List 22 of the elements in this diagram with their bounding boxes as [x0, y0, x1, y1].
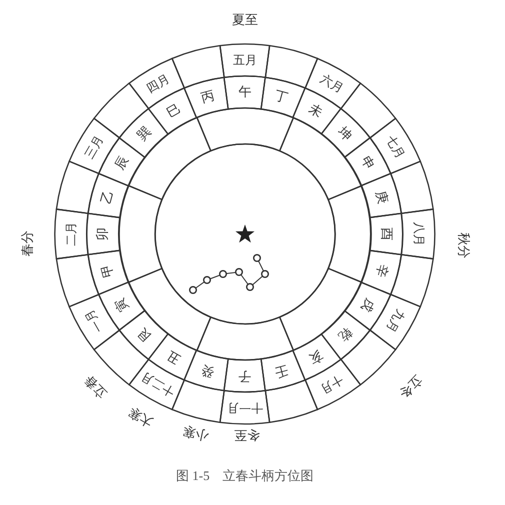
ring-cell: 二月 — [54, 209, 88, 259]
ring-cell: 五月 — [220, 44, 270, 78]
solar-term-label: 立冬 — [396, 372, 424, 400]
solar-term-label: 秋分 — [456, 232, 470, 258]
ring-cell: 卯 — [87, 213, 120, 255]
solar-term-label: 立春 — [82, 372, 110, 400]
ring-cell — [196, 108, 294, 151]
ring-cell: 十一月 — [220, 390, 270, 424]
ring-cell — [328, 186, 371, 282]
solar-term-label: 小寒 — [182, 422, 210, 442]
ring-cell — [196, 317, 294, 360]
ring-cell — [119, 186, 162, 282]
solar-term-label: 冬至 — [234, 428, 260, 440]
ring-cell: 酉 — [370, 213, 403, 255]
solar-term-label: 夏至 — [232, 14, 258, 26]
figure-caption: 图 1-5 立春斗柄方位图 — [176, 469, 314, 482]
ring-cell: 午 — [224, 76, 266, 110]
center-circle — [155, 144, 335, 324]
solar-term-label: 春分 — [22, 230, 34, 256]
ring-cell: 子 — [224, 358, 266, 392]
ring-cell: 八月 — [402, 209, 435, 259]
solar-term-label: 大寒 — [126, 404, 156, 428]
